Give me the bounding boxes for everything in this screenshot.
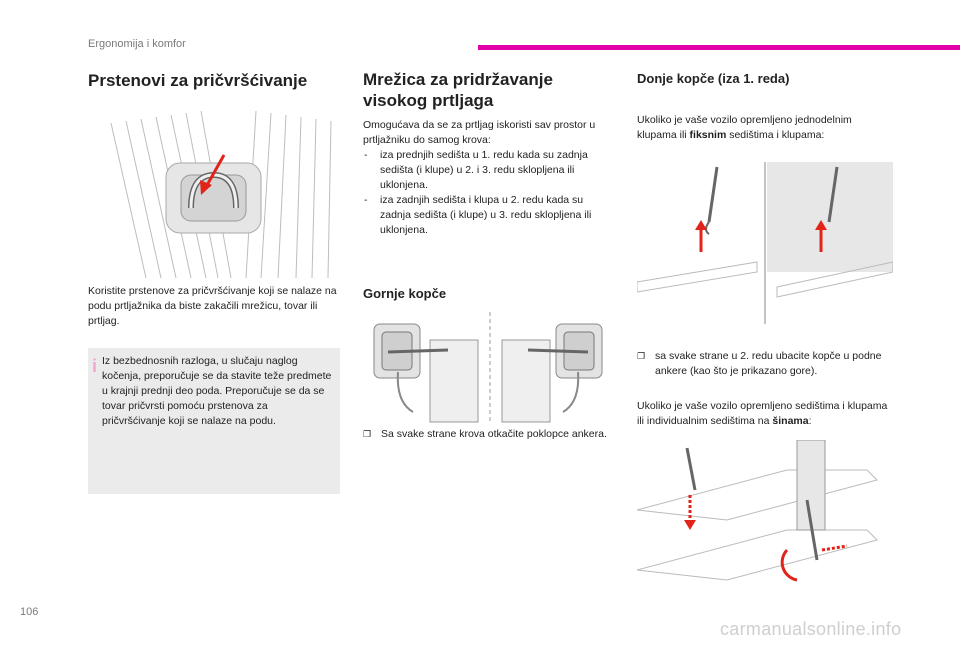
safety-note-text: Iz bezbednosnih razloga, u slučaju naglo… — [102, 355, 332, 427]
watermark: carmanualsonline.info — [720, 619, 902, 639]
info-icon: i — [92, 356, 98, 376]
rings-paragraph: Koristite prstenove za pričvršćivanje ko… — [88, 285, 337, 327]
net-item-text: iza prednjih sedišta u 1. redu kada su z… — [380, 149, 588, 191]
section-title-rings: Prstenovi za pričvršćivanje — [88, 71, 308, 90]
section-title-net: Mrežica za pridržavanje visokog prtljaga — [363, 70, 553, 110]
text-run: Ukoliko je vaše vozilo opremljeno jednod… — [637, 114, 852, 141]
rails-intro: Ukoliko je vaše vozilo opremljeno sedišt… — [637, 399, 893, 429]
net-intro: Omogućava da se za prtljag iskoristi sav… — [363, 119, 596, 146]
net-intro-block: Omogućava da se za prtljag iskoristi sav… — [363, 118, 609, 238]
section-header: Ergonomija i komfor — [88, 38, 186, 50]
header-accent-bar — [478, 45, 960, 50]
figure-upper-clips — [373, 312, 603, 424]
bullet-icon: ❐ — [363, 429, 372, 439]
text-run-bold: šinama — [772, 415, 809, 427]
text-run-bold: fiksnim — [689, 129, 727, 141]
lower-clips-instruction: ❐ sa svake strane u 2. redu ubacite kopč… — [637, 349, 905, 379]
figure-lower-clips-fixed — [637, 162, 893, 324]
text-run: sedištima i klupama: — [726, 129, 825, 141]
figure-lower-clips-rails — [637, 440, 878, 582]
page-number: 106 — [20, 606, 39, 618]
list-item: -iza zadnjih sedišta i klupa u 2. redu k… — [364, 194, 592, 236]
upper-clips-text: Sa svake strane krova otkačite poklopce … — [381, 428, 607, 440]
section-title-lower-clips: Donje kopče (iza 1. reda) — [637, 71, 790, 86]
safety-note-box: i Iz bezbednosnih razloga, u slučaju nag… — [88, 348, 340, 494]
figure-trunk-rings — [110, 110, 332, 279]
lower-clips-intro: Ukoliko je vaše vozilo opremljeno jednod… — [637, 113, 887, 143]
list-item: -iza prednjih sedišta u 1. redu kada su … — [364, 149, 588, 191]
net-item-text: iza zadnjih sedišta i klupa u 2. redu ka… — [380, 194, 592, 236]
subsection-title-upper-clips: Gornje kopče — [363, 286, 447, 301]
text-run: : — [808, 415, 812, 427]
text-run: Ukoliko je vaše vozilo opremljeno sedišt… — [637, 400, 888, 427]
upper-clips-instruction: ❐ Sa svake strane krova otkačite poklopc… — [363, 427, 621, 442]
lower-clips-text: sa svake strane u 2. redu ubacite kopče … — [655, 350, 882, 377]
bullet-icon: ❐ — [637, 351, 646, 361]
